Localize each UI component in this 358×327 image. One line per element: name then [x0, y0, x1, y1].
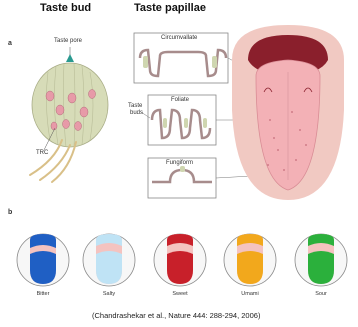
tongue-illustration: [232, 25, 344, 200]
label-trc: TRC: [36, 150, 48, 156]
heading-taste-bud: Taste bud: [40, 2, 91, 14]
tongue-sweet: [154, 234, 206, 286]
tongue-map-row: [17, 234, 347, 286]
label-salty: Salty: [89, 291, 129, 297]
taste-bud-illustration: [30, 47, 108, 182]
tongue-umami: [224, 234, 276, 286]
label-taste-buds-line2: buds: [130, 110, 143, 116]
panel-a-letter: a: [8, 40, 12, 47]
tongue-salty: [83, 234, 135, 286]
label-sour: Sour: [301, 291, 341, 297]
tongue-sour: [295, 234, 347, 286]
label-umami: Umami: [230, 291, 270, 297]
label-bitter: Bitter: [23, 291, 63, 297]
label-foliate: Foliate: [171, 97, 189, 103]
citation: (Chandrashekar et al., Nature 444: 288-2…: [92, 311, 260, 320]
heading-taste-papillae: Taste papillae: [134, 2, 206, 14]
label-circumvallate: Circumvallate: [161, 35, 197, 41]
label-taste-pore: Taste pore: [54, 38, 82, 44]
label-fungiform: Fungiform: [166, 160, 193, 166]
tongue-bitter: [17, 234, 69, 286]
label-taste-buds-line1: Taste: [128, 103, 142, 109]
label-sweet: Sweet: [160, 291, 200, 297]
panel-b-letter: b: [8, 209, 12, 216]
